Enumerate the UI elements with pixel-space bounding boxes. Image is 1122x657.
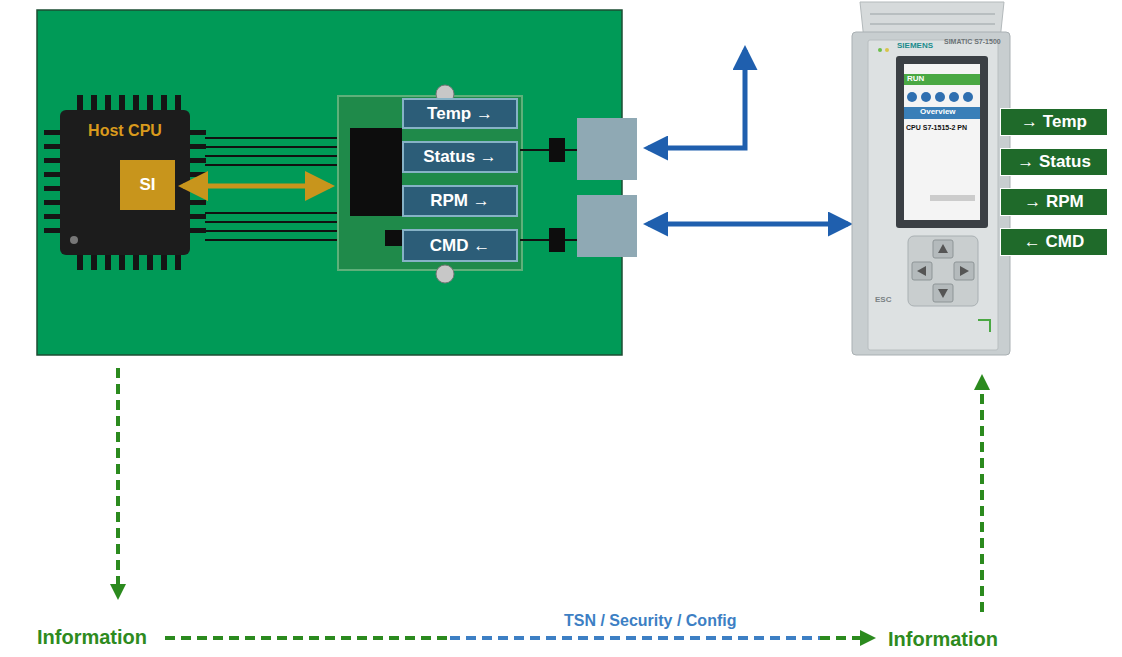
- chip-pin: [44, 228, 61, 233]
- info-link: [165, 636, 450, 640]
- chip-pin: [133, 254, 139, 270]
- chip-pin: [189, 200, 206, 205]
- si-arrow: [183, 184, 330, 189]
- pcb-traces: [205, 138, 350, 240]
- chip-pin: [44, 144, 61, 149]
- network-port: [577, 195, 637, 257]
- signal-box: CMD ←: [402, 229, 518, 262]
- info-label: Information: [37, 626, 147, 648]
- chip-pin: [161, 95, 167, 111]
- chip-pin: [147, 95, 153, 111]
- si-block: SI: [120, 160, 175, 210]
- network-arrow: [648, 50, 745, 148]
- signal-box: Status →: [402, 141, 518, 173]
- chip-pins: [44, 95, 206, 270]
- info-arrow: [116, 368, 120, 596]
- network-port: [577, 118, 637, 180]
- link-label: TSN / Security / Config: [564, 612, 736, 630]
- model-label: SIMATIC S7-1500: [944, 38, 1001, 46]
- signal-box: Temp →: [402, 98, 518, 129]
- info-arrow: [980, 378, 984, 612]
- chip-pin: [44, 200, 61, 205]
- box-label: RPM →: [430, 191, 490, 211]
- chip-pin: [189, 144, 206, 149]
- box-label: → RPM: [1024, 192, 1084, 212]
- chip-pin: [44, 172, 61, 177]
- network-arrow: [648, 222, 848, 227]
- chip-pin: [119, 95, 125, 111]
- chip-pin: [133, 95, 139, 111]
- signal-box: RPM →: [402, 185, 518, 217]
- host-cpu-chip: Host CPU SI: [60, 110, 190, 255]
- info-label: Information: [888, 628, 998, 650]
- pcb-board: [37, 10, 622, 355]
- plc-signal-box: → RPM: [1000, 188, 1108, 216]
- chip-pin: [91, 95, 97, 111]
- info-link: [450, 636, 820, 640]
- wire: [520, 149, 550, 151]
- module-screw: [436, 265, 454, 283]
- module-chip: [350, 128, 402, 216]
- info-link: [820, 636, 872, 640]
- box-label: CMD ←: [430, 236, 490, 256]
- screen-text: RUN: [907, 75, 924, 84]
- chip-pin: [147, 254, 153, 270]
- chip-pin: [189, 228, 206, 233]
- connector-plug: [549, 138, 565, 162]
- chip-pin: [91, 254, 97, 270]
- box-label: → Status: [1017, 152, 1091, 172]
- connector-plug: [549, 228, 565, 252]
- chip-pin: [189, 158, 206, 163]
- plc-signal-box: → Status: [1000, 148, 1108, 176]
- plc-illustration: [852, 2, 1010, 355]
- chip-pin: [44, 214, 61, 219]
- chip-pin: [175, 95, 181, 111]
- box-label: Host CPU: [88, 122, 162, 140]
- chip-pin: [189, 172, 206, 177]
- chip-pin: [77, 95, 83, 111]
- wire: [565, 239, 577, 241]
- chip-pin: [77, 254, 83, 270]
- plc-signal-box: → Temp: [1000, 108, 1108, 136]
- box-label: SI: [139, 175, 155, 195]
- chip-body: [60, 110, 190, 255]
- chip-pin: [189, 214, 206, 219]
- button-label: ESC: [875, 296, 891, 305]
- chip-pin: [44, 186, 61, 191]
- chip-pin: [119, 254, 125, 270]
- screen-text: Overview: [920, 108, 956, 117]
- box-label: Temp →: [427, 104, 493, 124]
- brand-label: SIEMENS: [897, 42, 933, 51]
- chip-pin: [189, 130, 206, 135]
- chip-pin: [44, 130, 61, 135]
- wire: [520, 239, 550, 241]
- chip-pin1-dot: [70, 236, 78, 244]
- chip-pin: [105, 95, 111, 111]
- plc-signal-box: ← CMD: [1000, 228, 1108, 256]
- box-label: ← CMD: [1024, 232, 1084, 252]
- wire: [565, 149, 577, 151]
- module-board: [338, 96, 522, 270]
- chip-pin: [161, 254, 167, 270]
- box-label: Status →: [423, 147, 497, 167]
- screen-text: CPU S7-1515-2 PN: [906, 124, 967, 132]
- chip-pin: [175, 254, 181, 270]
- chip-pin: [105, 254, 111, 270]
- chip-pin: [44, 158, 61, 163]
- box-label: → Temp: [1021, 112, 1087, 132]
